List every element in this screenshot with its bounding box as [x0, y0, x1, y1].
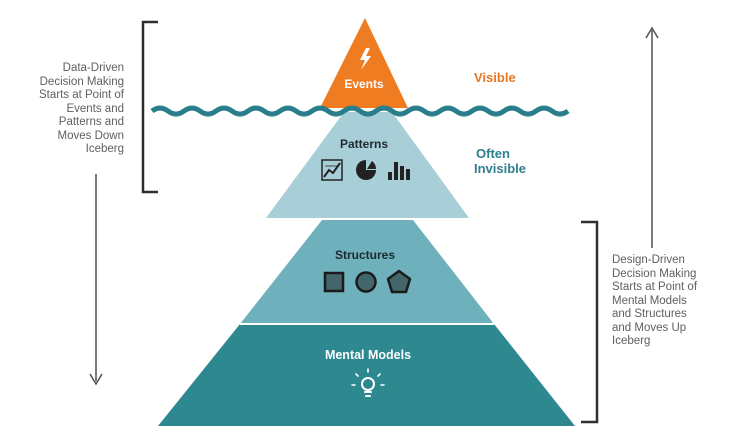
note-line: and Moves Up [612, 321, 687, 334]
bar-chart-icon [388, 162, 410, 180]
events-label: Events [344, 77, 384, 91]
note-line: and Structures [612, 308, 687, 320]
note-line: Mental Models [612, 294, 687, 307]
visible-tag: Visible [474, 70, 516, 85]
mental-models-label: Mental Models [324, 348, 412, 362]
lightning-bolt-icon [360, 48, 371, 70]
pie-chart-icon [356, 160, 376, 180]
mental-models-layer [158, 324, 575, 426]
circle-icon [355, 271, 377, 293]
design-driven-note: Design-Driven Decision Making Starts at … [612, 254, 732, 349]
note-line: Patterns and [58, 116, 124, 128]
note-line: Design-Driven [612, 254, 685, 266]
note-line: Decision Making [612, 267, 697, 280]
note-line: Moves Down [57, 129, 124, 142]
down-arrow-icon [89, 174, 103, 386]
note-line: Decision Making [39, 75, 124, 88]
structures-label: Structures [334, 248, 396, 262]
line-chart-icon [321, 159, 343, 181]
data-driven-note: Data-Driven Decision Making Starts at Po… [6, 62, 124, 157]
often-invisible-line1: Often [476, 146, 510, 161]
pentagon-icon [386, 269, 412, 294]
left-bracket [141, 20, 158, 194]
square-icon [323, 271, 345, 293]
note-line: Data-Driven [62, 62, 124, 74]
note-line: Events and [66, 102, 124, 115]
right-bracket [581, 220, 599, 424]
note-line: Iceberg [85, 143, 124, 155]
water-line [150, 105, 570, 117]
patterns-label: Patterns [339, 137, 389, 151]
note-line: Iceberg [612, 335, 651, 347]
often-invisible-tag: Often Invisible [474, 146, 526, 176]
note-line: Starts at Point of [612, 281, 698, 293]
up-arrow-icon [645, 26, 659, 248]
often-invisible-line2: Invisible [474, 161, 527, 176]
note-line: Starts at Point of [38, 89, 124, 101]
lightbulb-icon [351, 368, 385, 397]
